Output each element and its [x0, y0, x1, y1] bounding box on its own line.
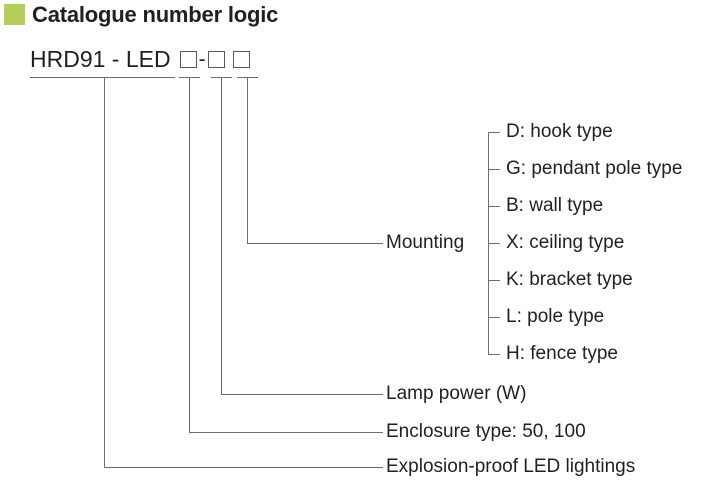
mounting-bracket-tick-3 [488, 206, 500, 207]
mounting-option-l: L: pole type [506, 306, 605, 327]
mounting-bracket-tick-4 [488, 243, 500, 244]
mounting-bracket-tick-6 [488, 317, 500, 318]
enclosure-type-code-box[interactable] [232, 50, 250, 68]
mounting-bracket-tick-5 [488, 280, 500, 281]
enclosure-leader-horizontal [189, 432, 383, 433]
mounting-option-x: X: ceiling type [506, 232, 625, 253]
mounting-leader-horizontal [247, 243, 383, 244]
catalogue-code-prefix: HRD91 - LED [30, 46, 171, 72]
mounting-bracket-tick-1 [488, 132, 500, 133]
catalogue-code-row: HRD91 - LED - [30, 44, 250, 74]
group-label-lamp-power: Lamp power (W) [386, 383, 527, 404]
enclosure-leader-vertical [189, 77, 190, 432]
product-leader-vertical [104, 77, 105, 467]
mounting-code-box[interactable] [179, 50, 197, 68]
page-header: Catalogue number logic [0, 0, 718, 34]
lamp-power-leader-vertical [221, 77, 222, 394]
prefix-underline [30, 77, 175, 78]
page-title: Catalogue number logic [32, 2, 279, 27]
group-label-product: Explosion-proof LED lightings [386, 456, 636, 477]
mounting-option-b: B: wall type [506, 195, 604, 216]
mounting-option-d: D: hook type [506, 121, 613, 142]
green-square-marker [4, 4, 25, 25]
lamp-power-code-box[interactable] [207, 50, 225, 68]
group-label-mounting: Mounting [386, 232, 465, 253]
mounting-bracket-tick-7 [488, 354, 500, 355]
group-label-enclosure-type: Enclosure type: 50, 100 [386, 421, 586, 442]
mounting-leader-vertical [247, 77, 248, 243]
lamp-power-leader-horizontal [221, 394, 383, 395]
mounting-bracket-tick-2 [488, 169, 500, 170]
code-separator-dash: - [198, 47, 206, 71]
mounting-option-g: G: pendant pole type [506, 158, 683, 179]
mounting-option-k: K: bracket type [506, 269, 633, 290]
mounting-option-h: H: fence type [506, 343, 618, 364]
product-leader-horizontal [104, 467, 383, 468]
